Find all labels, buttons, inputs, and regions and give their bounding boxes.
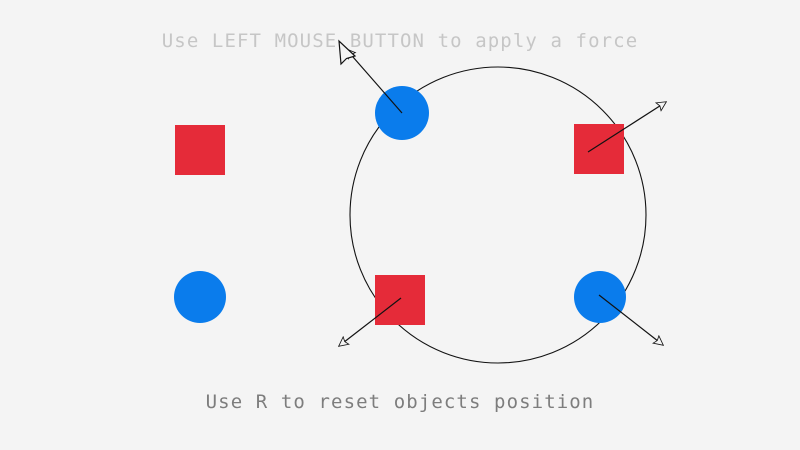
force-arrow-circle-top bbox=[345, 47, 403, 114]
body-square-right[interactable] bbox=[574, 124, 624, 174]
body-circle-bottom-right[interactable] bbox=[574, 271, 626, 323]
force-arrow-square-bottom bbox=[337, 297, 402, 347]
force-arrow-square-right bbox=[587, 101, 668, 153]
hint-reset-objects: Use R to reset objects position bbox=[205, 391, 595, 413]
body-square-bottom[interactable] bbox=[375, 275, 425, 325]
mouse-cursor-icon bbox=[338, 39, 357, 66]
constraint-circle bbox=[349, 66, 647, 364]
body-circle-left[interactable] bbox=[174, 271, 226, 323]
hint-apply-force: Use LEFT MOUSE BUTTON to apply a force bbox=[161, 30, 639, 52]
force-arrow-circle-bottom-right bbox=[598, 294, 665, 346]
body-square-left[interactable] bbox=[175, 125, 225, 175]
